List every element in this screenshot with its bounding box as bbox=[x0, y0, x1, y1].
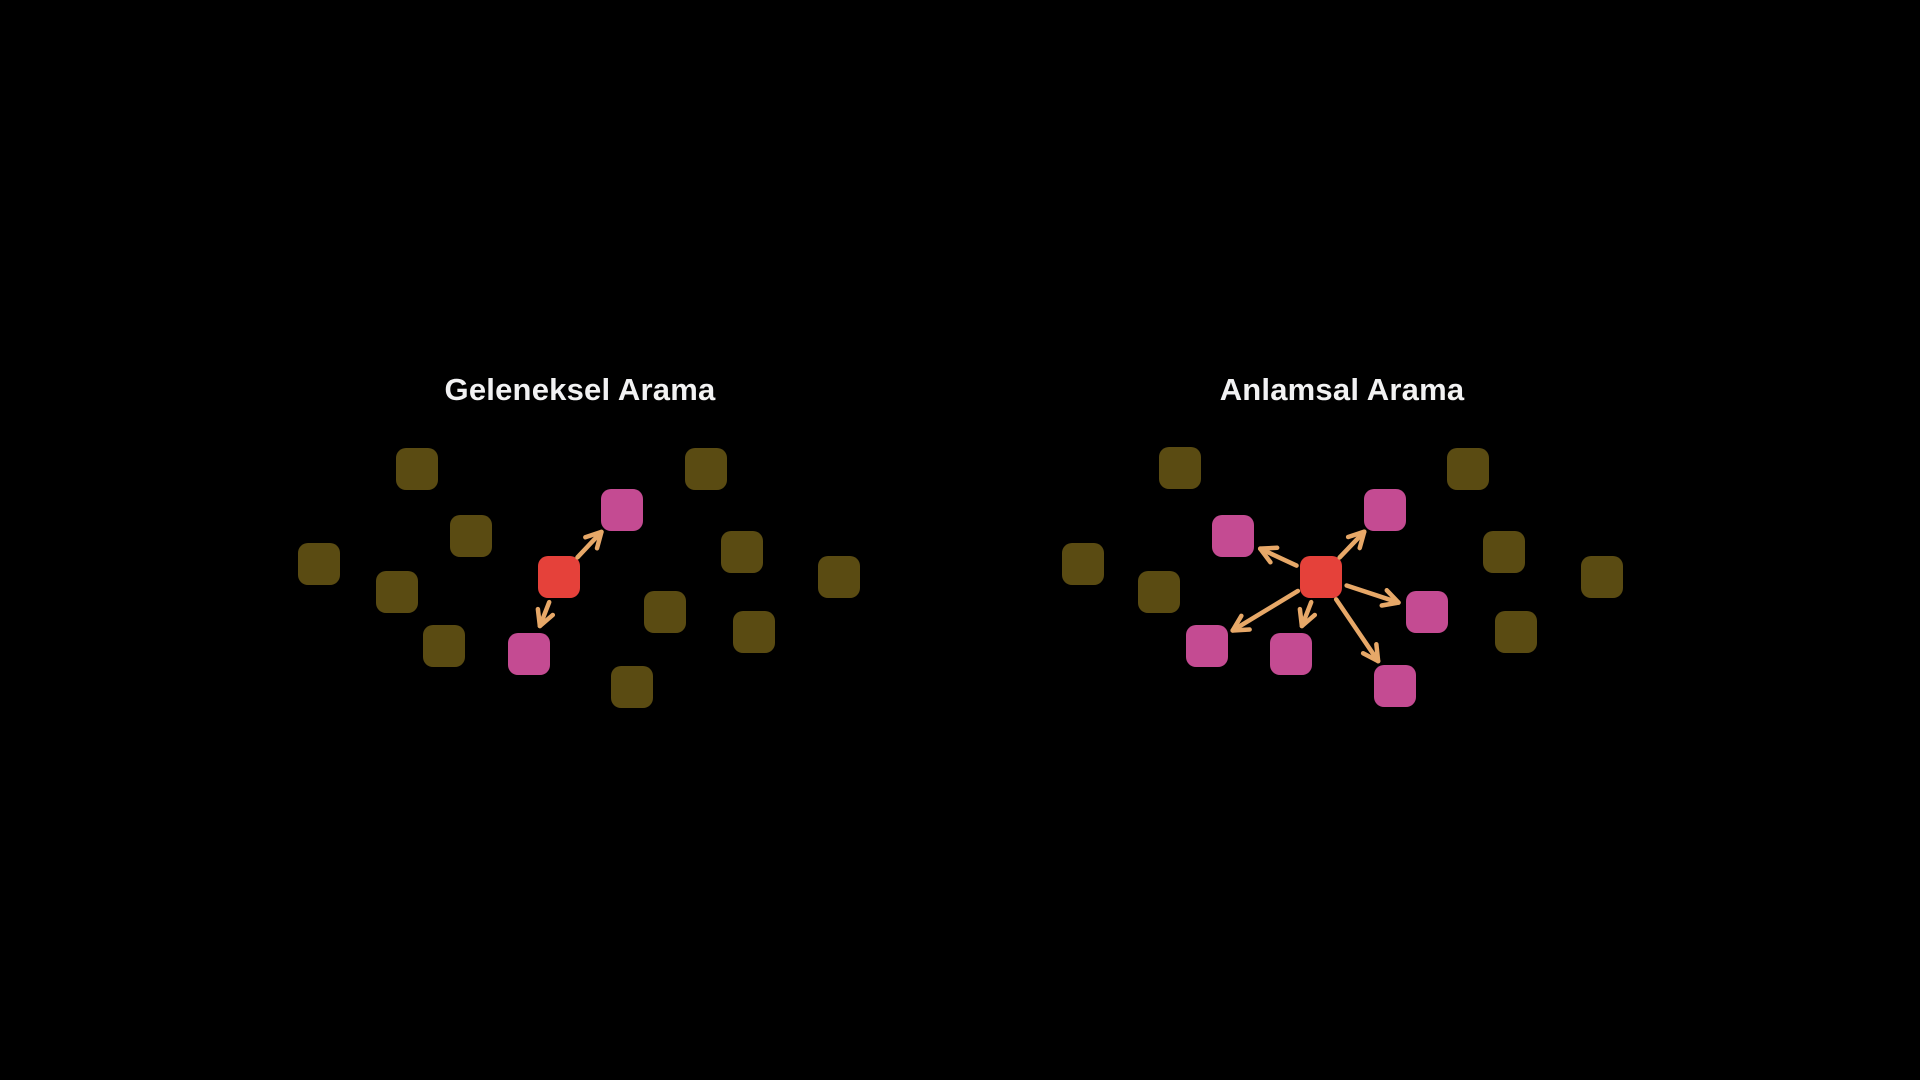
query-node bbox=[538, 556, 580, 598]
document-node bbox=[1138, 571, 1180, 613]
panel-title-semantic: Anlamsal Arama bbox=[1219, 372, 1465, 407]
document-node bbox=[1447, 448, 1489, 490]
similarity-arrow bbox=[1297, 599, 1318, 629]
document-node bbox=[1062, 543, 1104, 585]
similarity-arrow bbox=[575, 529, 604, 560]
document-node bbox=[721, 531, 763, 573]
similarity-arrow bbox=[535, 599, 556, 629]
similarity-arrow bbox=[1230, 588, 1301, 633]
document-node bbox=[376, 571, 418, 613]
similarity-arrow bbox=[1257, 545, 1299, 568]
document-node bbox=[818, 556, 860, 598]
document-node bbox=[733, 611, 775, 653]
matched-document-node bbox=[601, 489, 643, 531]
document-node bbox=[1581, 556, 1623, 598]
document-node bbox=[423, 625, 465, 667]
panel-semantic bbox=[1062, 447, 1623, 707]
document-node bbox=[298, 543, 340, 585]
document-node bbox=[685, 448, 727, 490]
document-node bbox=[1159, 447, 1201, 489]
matched-document-node bbox=[1374, 665, 1416, 707]
document-node bbox=[644, 591, 686, 633]
panel-traditional bbox=[298, 448, 860, 708]
document-node bbox=[450, 515, 492, 557]
document-node bbox=[1483, 531, 1525, 573]
document-node bbox=[611, 666, 653, 708]
query-node bbox=[1300, 556, 1342, 598]
similarity-arrow bbox=[1333, 597, 1381, 664]
document-node bbox=[1495, 611, 1537, 653]
panel-title-traditional: Geleneksel Arama bbox=[444, 372, 716, 407]
similarity-arrow bbox=[1344, 583, 1401, 608]
matched-document-node bbox=[1364, 489, 1406, 531]
similarity-arrow bbox=[1337, 529, 1367, 560]
matched-document-node bbox=[1406, 591, 1448, 633]
matched-document-node bbox=[1186, 625, 1228, 667]
matched-document-node bbox=[1212, 515, 1254, 557]
document-node bbox=[396, 448, 438, 490]
matched-document-node bbox=[508, 633, 550, 675]
matched-document-node bbox=[1270, 633, 1312, 675]
